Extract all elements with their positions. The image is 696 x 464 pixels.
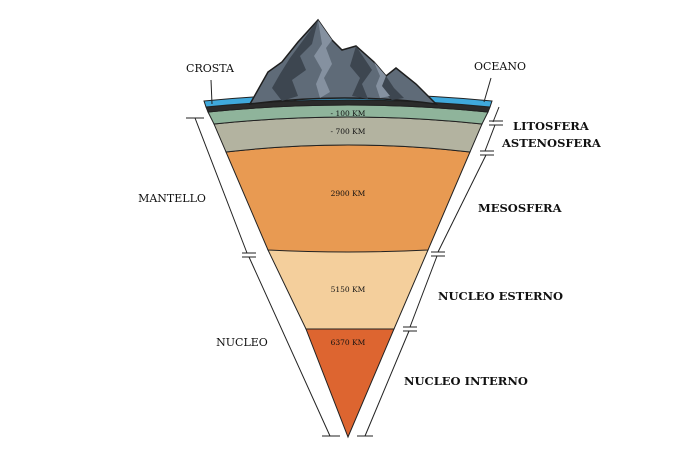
depth-label-lithosphere: - 100 KM: [331, 109, 366, 118]
label-core: NUCLEO: [216, 336, 268, 349]
crust-leader-line: [210, 79, 213, 105]
label-mesosphere: MESOSFERA: [478, 201, 563, 215]
label-outer-core: NUCLEO ESTERNO: [438, 289, 563, 303]
label-inner-core: NUCLEO INTERNO: [404, 374, 528, 388]
depth-label-mesosphere: 2900 KM: [331, 189, 366, 198]
mountain-illustration: [248, 18, 439, 106]
mesosphere-layer: [225, 144, 471, 253]
depth-label-outer-core: 5150 KM: [331, 285, 366, 294]
label-lithosphere: LITOSFERA: [513, 119, 590, 133]
label-mantle: MANTELLO: [138, 192, 206, 205]
label-asthenosphere: ASTENOSFERA: [501, 136, 602, 150]
depth-label-inner-core: 6370 KM: [331, 338, 366, 347]
label-ocean: OCEANO: [474, 60, 526, 73]
left-brackets: [186, 117, 340, 437]
label-crust: CROSTA: [186, 62, 235, 75]
ocean-leader-line: [483, 77, 492, 103]
depth-label-asthenosphere: - 700 KM: [331, 127, 366, 136]
right-brackets: [357, 106, 503, 437]
